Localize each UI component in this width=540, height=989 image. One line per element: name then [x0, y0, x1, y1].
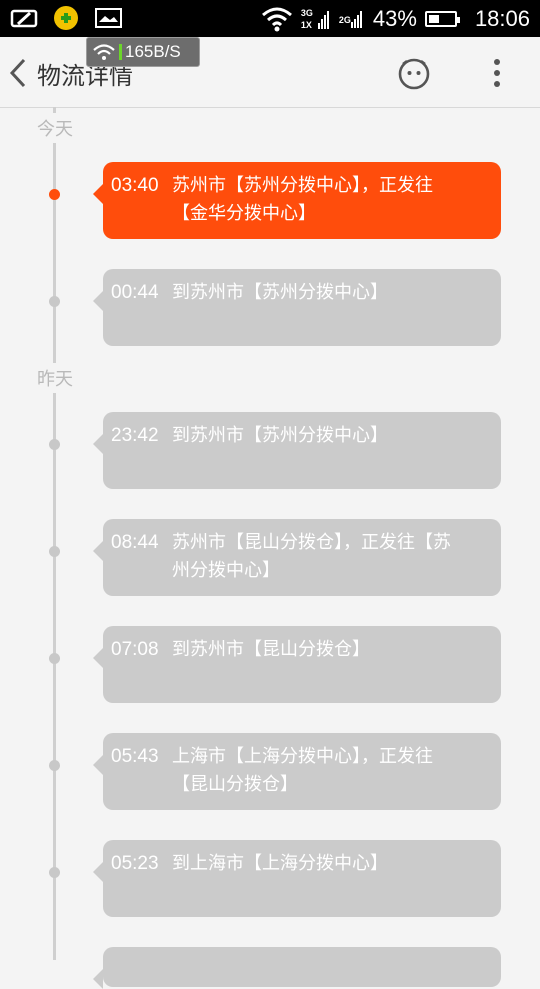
timeline-day-label: 今天 — [30, 113, 80, 143]
timeline-event-card-partial — [93, 947, 501, 989]
event-time: 00:44 — [111, 282, 159, 303]
back-arrow-icon[interactable] — [6, 55, 30, 91]
timeline-dot — [49, 189, 60, 200]
timeline-event-card: 07:08 到苏州市【昆山分拨仓】 — [93, 626, 501, 703]
timeline-event-card: 23:42 到苏州市【苏州分拨中心】 — [93, 412, 501, 489]
mobile-network-indicator: 3G 1X — [301, 6, 331, 32]
event-time: 23:42 — [111, 425, 159, 446]
timeline-event-card: 08:44 苏州市【昆山分拨仓】，正发往【苏州分拨中心】 — [93, 519, 501, 596]
event-description: 苏州市【苏州分拨中心】，正发往【金华分拨中心】 — [172, 175, 433, 224]
battery-icon — [424, 11, 460, 27]
signal-bars-icon-2 — [350, 11, 362, 28]
event-description: 到苏州市【苏州分拨中心】 — [172, 282, 388, 303]
timeline-dot — [49, 653, 60, 664]
smiley-face-icon[interactable] — [397, 56, 431, 90]
event-time: 08:44 — [111, 532, 159, 553]
timeline-dot — [49, 867, 60, 878]
event-description: 上海市【上海分拨中心】，正发往【昆山分拨仓】 — [172, 746, 433, 795]
status-notification-icons — [10, 5, 124, 31]
timeline-event-card: 05:43 上海市【上海分拨中心】，正发往【昆山分拨仓】 — [93, 733, 501, 810]
image-notification-icon — [95, 8, 122, 28]
security-app-icon — [54, 6, 78, 30]
battery-fill — [428, 15, 440, 23]
event-time: 05:23 — [111, 853, 159, 874]
timeline-day-label: 昨天 — [30, 363, 80, 393]
clock: 18:06 — [474, 6, 530, 31]
event-description: 苏州市【昆山分拨仓】，正发往【苏州分拨中心】 — [172, 532, 451, 581]
battery-saver-icon — [10, 9, 38, 28]
secondary-signal-indicator: 2G — [339, 6, 365, 32]
timeline-dot — [49, 760, 60, 771]
status-system-icons: 3G 1X 2G 43% 18:06 — [261, 4, 530, 34]
event-description: 到苏州市【昆山分拨仓】 — [172, 639, 370, 660]
speed-indicator-bar — [119, 44, 122, 60]
timeline-event-card: 05:23 到上海市【上海分拨中心】 — [93, 840, 501, 917]
app-header: 物流详情 165B/S — [0, 37, 540, 108]
status-bar: 3G 1X 2G 43% 18:06 — [0, 0, 540, 37]
timeline-event-card: 00:44 到苏州市【苏州分拨中心】 — [93, 269, 501, 346]
wifi-icon — [261, 7, 292, 32]
timeline-event-card: 03:40 苏州市【苏州分拨中心】，正发往【金华分拨中心】 — [93, 162, 501, 239]
network-speed-overlay: 165B/S — [86, 37, 200, 67]
more-options-icon[interactable] — [488, 57, 506, 89]
signal-bars-icon — [317, 11, 329, 29]
event-time: 03:40 — [111, 175, 159, 196]
wifi-small-icon — [93, 44, 115, 60]
timeline-dot — [49, 439, 60, 450]
battery-percentage: 43% — [372, 6, 417, 31]
timeline-dot — [49, 546, 60, 557]
timeline-dot — [49, 296, 60, 307]
timeline-line — [53, 107, 56, 960]
event-time: 05:43 — [111, 746, 159, 767]
event-description: 到上海市【上海分拨中心】 — [172, 853, 388, 874]
event-time: 07:08 — [111, 639, 159, 660]
event-description: 到苏州市【苏州分拨中心】 — [172, 425, 388, 446]
net-speed-text: 165B/S — [125, 42, 181, 61]
